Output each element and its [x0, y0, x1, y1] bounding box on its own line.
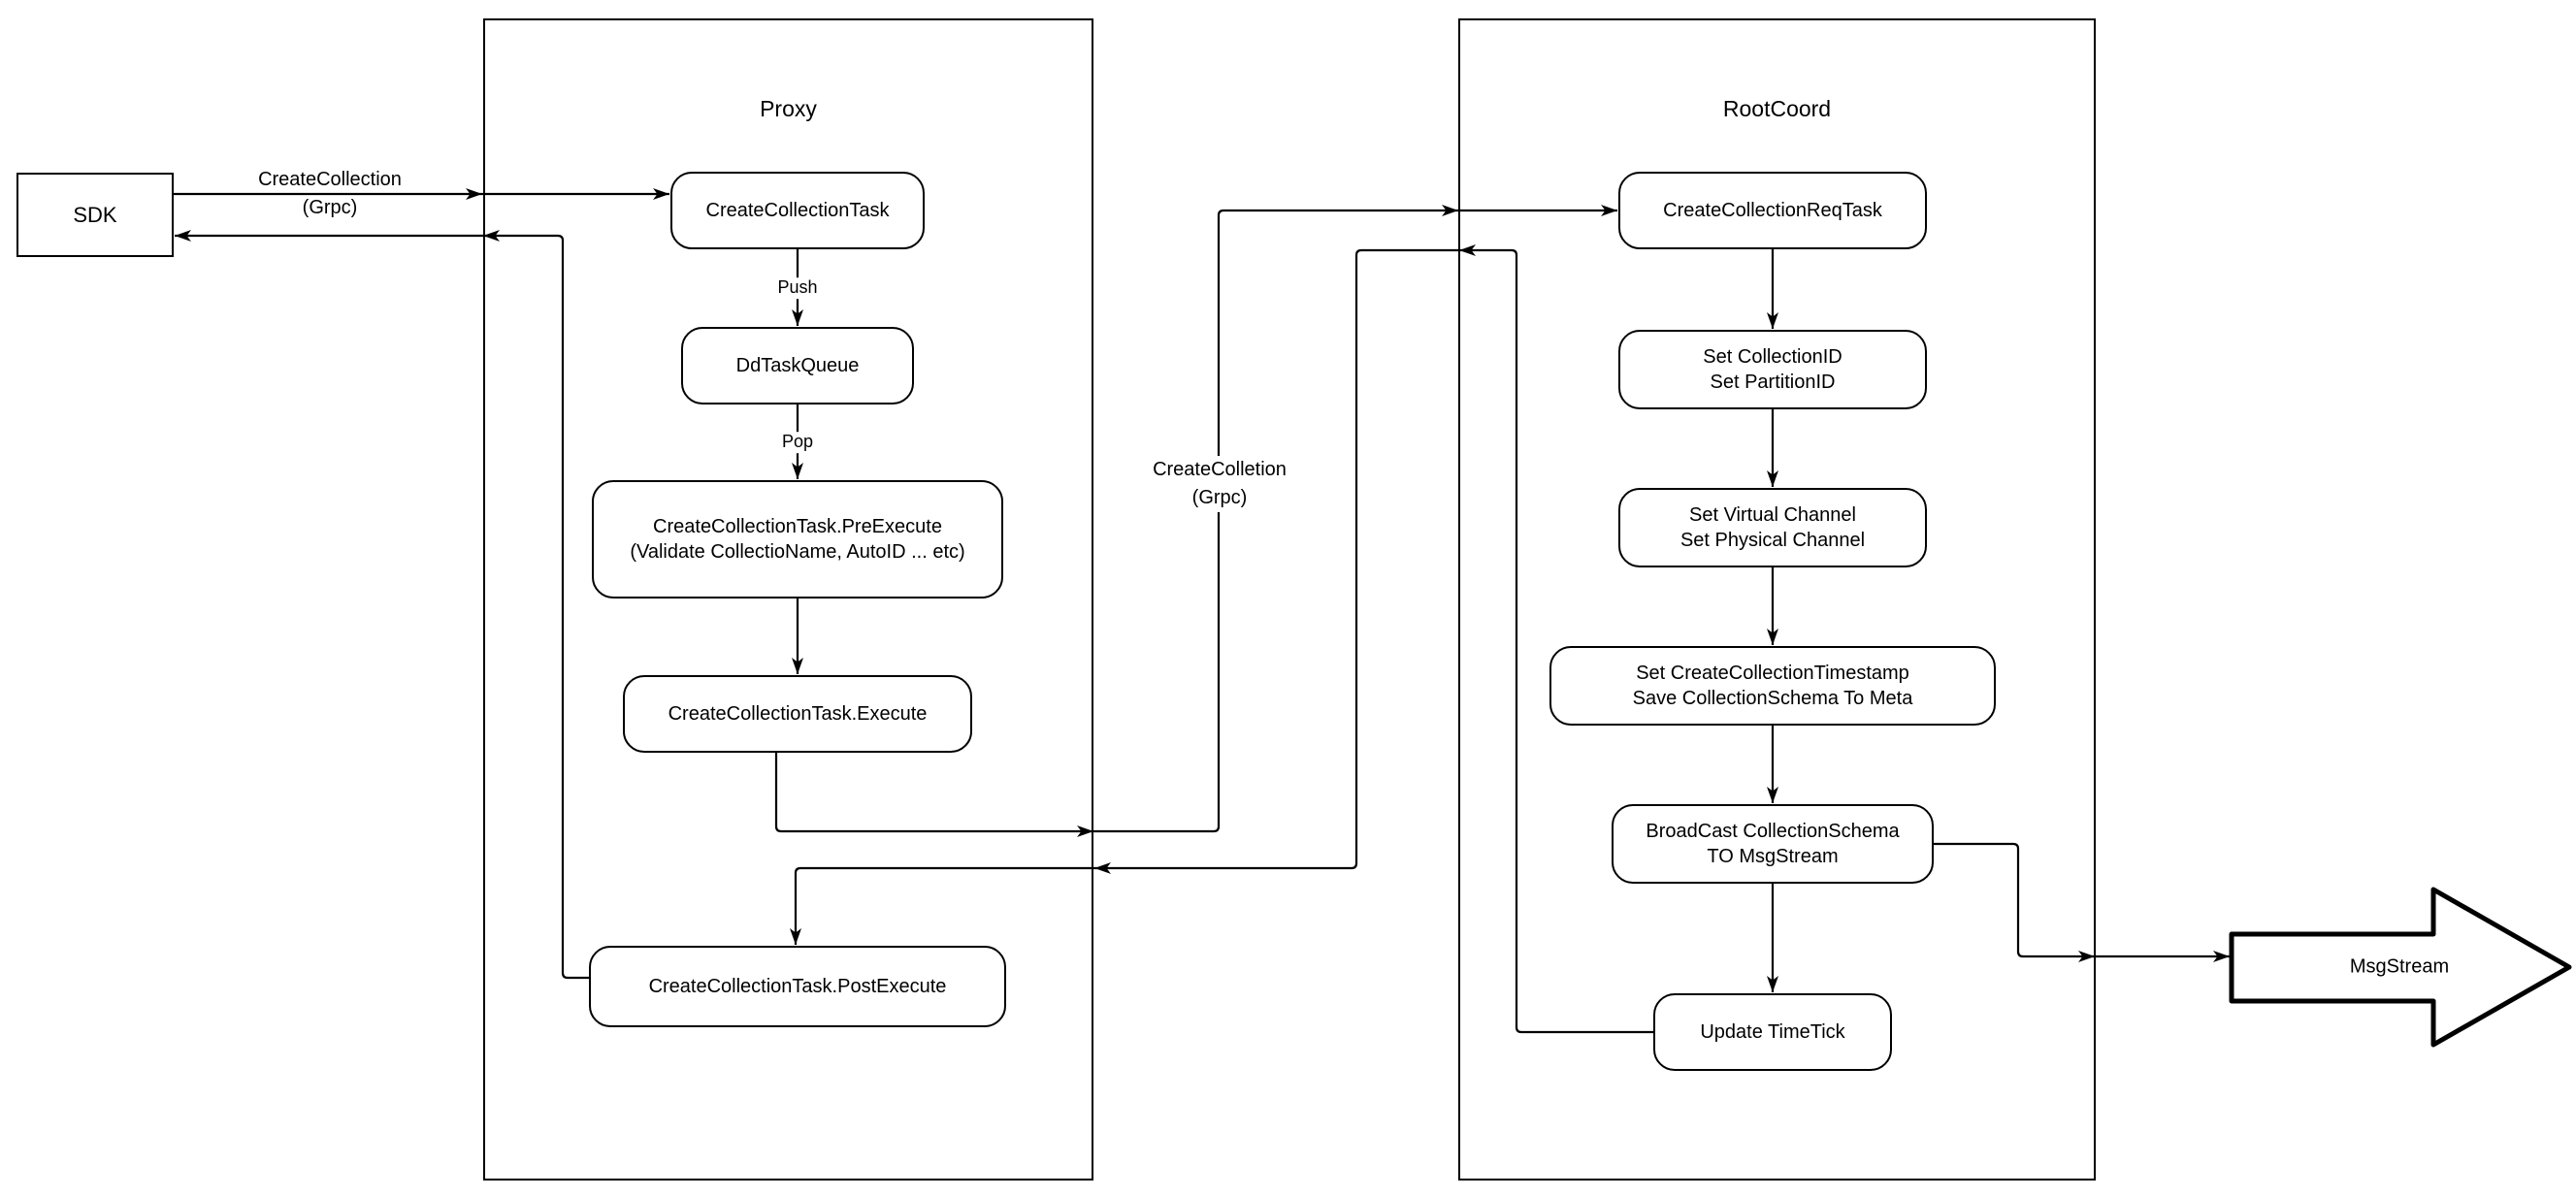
node-set-timestamp: Set CreateCollectionTimestamp Save Colle…	[1549, 646, 1996, 726]
node-create-collection-task: CreateCollectionTask	[670, 172, 925, 249]
label-sdk-grpc-call: CreateCollection (Grpc)	[258, 169, 402, 218]
node-update-timetick: Update TimeTick	[1653, 993, 1892, 1071]
node-sdk: SDK	[16, 173, 174, 257]
node-execute: CreateCollectionTask.Execute	[623, 675, 972, 753]
rootcoord-title: RootCoord	[1722, 96, 1832, 121]
label-proxy-grpc-call: CreateColletion (Grpc)	[1148, 456, 1291, 512]
node-dd-task-queue: DdTaskQueue	[681, 327, 914, 404]
label-pop: Pop	[776, 432, 819, 453]
edge-proxy-edge-to-rootcoord-edge	[1093, 205, 1458, 833]
node-broadcast: BroadCast CollectionSchema TO MsgStream	[1612, 804, 1934, 884]
edge-rootcoord-edge-to-proxy-edge	[1094, 248, 1459, 874]
node-pre-execute: CreateCollectionTask.PreExecute (Validat…	[592, 480, 1003, 598]
proxy-title: Proxy	[760, 96, 817, 121]
label-push: Push	[772, 277, 823, 299]
node-create-collection-req-task: CreateCollectionReqTask	[1618, 172, 1927, 249]
node-set-ids: Set CollectionID Set PartitionID	[1618, 330, 1927, 409]
node-set-channels: Set Virtual Channel Set Physical Channel	[1618, 488, 1927, 567]
node-post-execute: CreateCollectionTask.PostExecute	[589, 946, 1006, 1027]
label-msgstream: MsgStream	[2349, 955, 2450, 978]
